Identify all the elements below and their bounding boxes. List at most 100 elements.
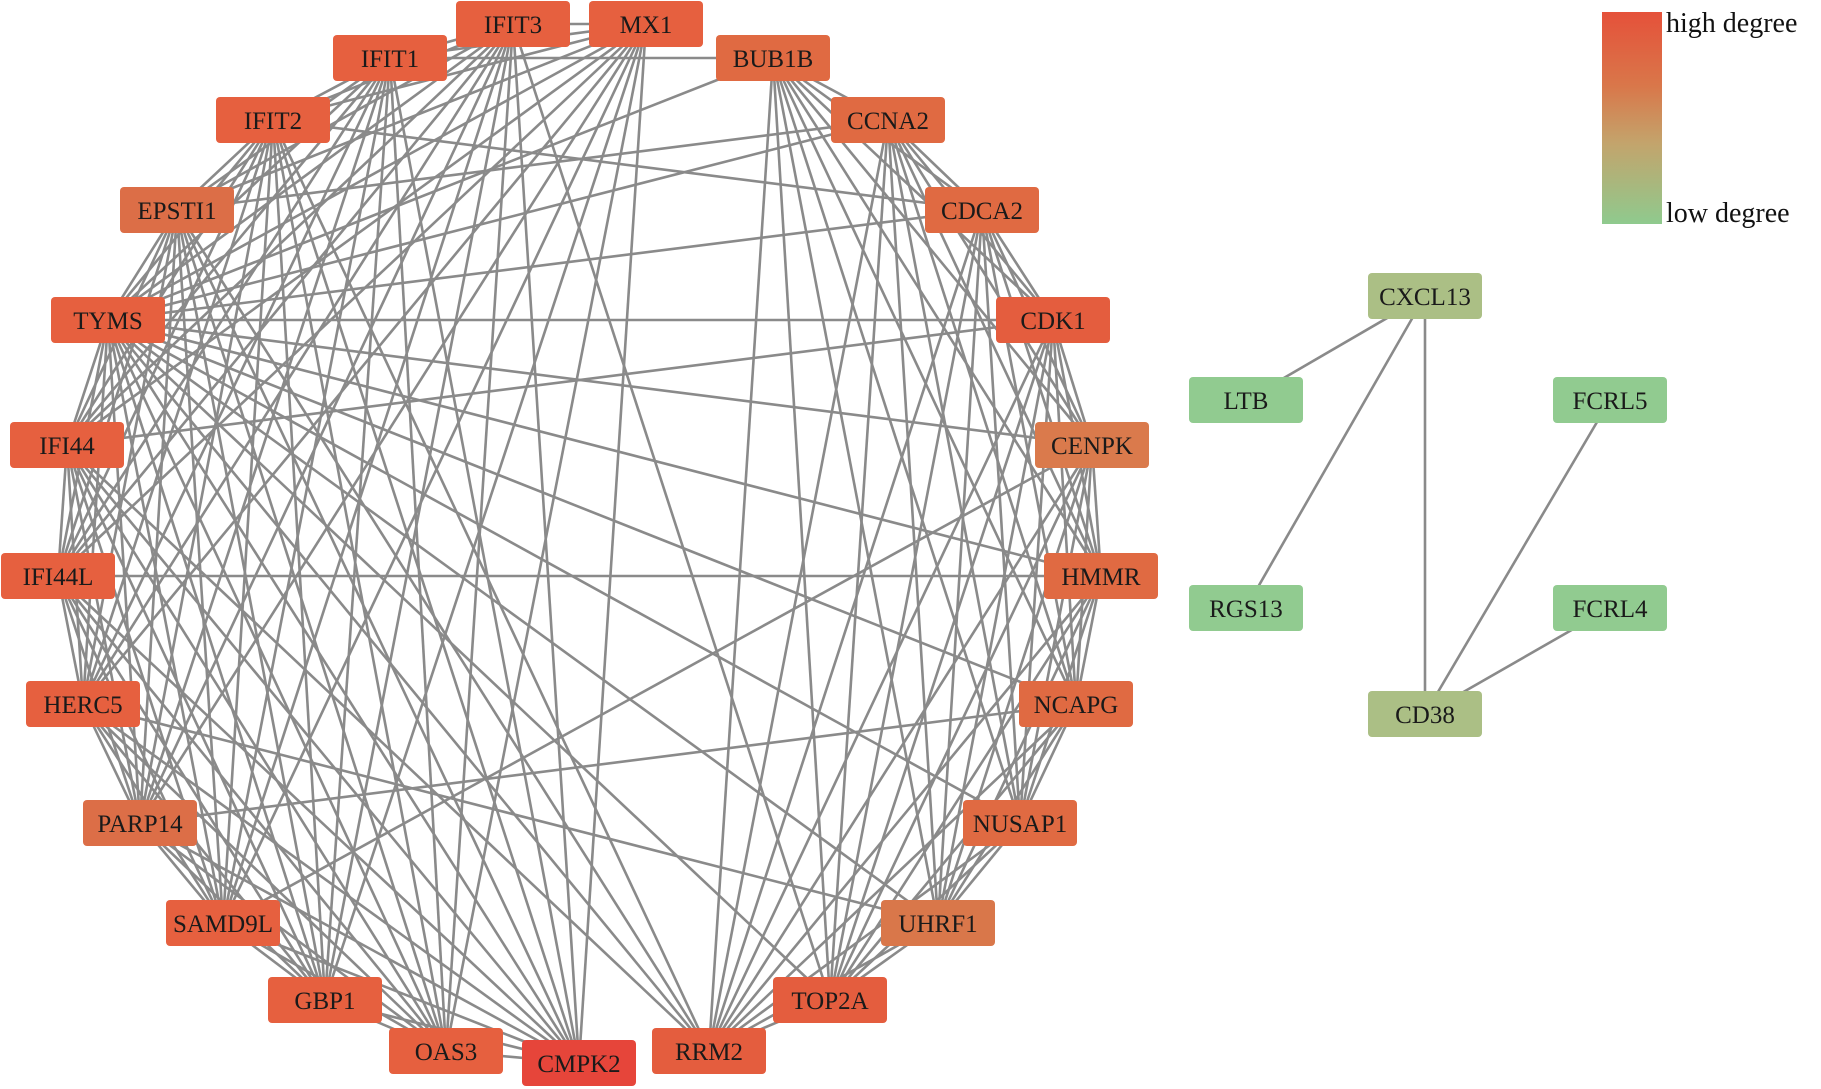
node-ccna2[interactable]: CCNA2 <box>831 97 945 143</box>
edge-cdk1-ifi44 <box>66 318 1054 447</box>
edge-ifit2-parp14 <box>138 119 275 824</box>
edge-bub1b-cenpk <box>771 57 1094 446</box>
node-label: EPSTI1 <box>137 198 216 225</box>
node-herc5[interactable]: HERC5 <box>26 681 140 727</box>
node-cd38[interactable]: CD38 <box>1368 691 1482 737</box>
edge-cdca2-rrm2 <box>707 209 984 1052</box>
node-label: UHRF1 <box>898 911 977 938</box>
node-ltb[interactable]: LTB <box>1189 377 1303 423</box>
edge-epsti1-herc5 <box>81 209 179 705</box>
edge-ifit3-gbp1 <box>323 23 515 1001</box>
node-hmmr[interactable]: HMMR <box>1044 553 1158 599</box>
edge-tyms-nusap1 <box>107 318 1021 825</box>
edge-tyms-cdca2 <box>107 208 983 322</box>
node-label: PARP14 <box>97 811 183 838</box>
node-box <box>652 1028 766 1074</box>
node-box <box>1 553 115 599</box>
node-ifit1[interactable]: IFIT1 <box>333 35 447 81</box>
node-gbp1[interactable]: GBP1 <box>268 977 382 1023</box>
node-label: HERC5 <box>43 692 122 719</box>
node-parp14[interactable]: PARP14 <box>83 800 197 846</box>
node-box <box>963 800 1077 846</box>
node-box <box>1035 422 1149 468</box>
edge-tyms-ifit1 <box>107 57 391 321</box>
node-label: CDK1 <box>1020 308 1085 335</box>
node-label: HMMR <box>1061 564 1141 591</box>
node-fcrl5[interactable]: FCRL5 <box>1553 377 1667 423</box>
node-ifit3[interactable]: IFIT3 <box>456 1 570 47</box>
node-cdk1[interactable]: CDK1 <box>996 297 1110 343</box>
edge-ifit1-cmpk2 <box>388 57 581 1064</box>
edge-hmmr-rrm2 <box>707 575 1103 1052</box>
node-box <box>51 297 165 343</box>
node-label: IFIT1 <box>361 46 419 73</box>
node-box <box>1368 691 1482 737</box>
edge-mx1-ifi44l <box>57 23 647 577</box>
node-cxcl13[interactable]: CXCL13 <box>1368 273 1482 319</box>
node-ncapg[interactable]: NCAPG <box>1019 681 1133 727</box>
node-label: CXCL13 <box>1379 284 1471 311</box>
node-label: NCAPG <box>1034 692 1119 719</box>
node-mx1[interactable]: MX1 <box>589 1 703 47</box>
node-label: IFI44L <box>23 564 94 591</box>
node-tyms[interactable]: TYMS <box>51 297 165 343</box>
node-cmpk2[interactable]: CMPK2 <box>522 1040 636 1086</box>
edge-ifit1-herc5 <box>81 57 392 705</box>
edge-parp14-cmpk2 <box>139 821 580 1065</box>
edge-tyms-mx1 <box>107 22 647 322</box>
node-label: LTB <box>1224 388 1269 415</box>
node-ifi44l[interactable]: IFI44L <box>1 553 115 599</box>
node-samd9l[interactable]: SAMD9L <box>166 900 280 946</box>
node-label: IFIT3 <box>484 12 542 39</box>
edge-ifit2-samd9l <box>221 119 275 924</box>
node-box <box>716 35 830 81</box>
node-label: TOP2A <box>791 988 868 1015</box>
node-uhrf1[interactable]: UHRF1 <box>881 900 995 946</box>
node-nusap1[interactable]: NUSAP1 <box>963 800 1077 846</box>
edge-ccna2-top2a <box>828 119 890 1001</box>
edge-cxcl13-rgs13 <box>1244 295 1427 609</box>
node-box <box>83 800 197 846</box>
node-rgs13[interactable]: RGS13 <box>1189 585 1303 631</box>
edge-ifi44l-gbp1 <box>56 575 327 1001</box>
node-label: CDCA2 <box>941 198 1023 225</box>
node-oas3[interactable]: OAS3 <box>389 1028 503 1074</box>
node-rrm2[interactable]: RRM2 <box>652 1028 766 1074</box>
node-box <box>26 681 140 727</box>
node-bub1b[interactable]: BUB1B <box>716 35 830 81</box>
edge-tyms-cenpk <box>107 318 1093 447</box>
edge-top2a-ifit3 <box>511 23 832 1001</box>
edge-tyms-uhrf1 <box>107 318 939 925</box>
edge-ncapg-rrm2 <box>708 703 1077 1052</box>
edge-ccna2-epsti1 <box>176 118 889 212</box>
edge-parp14-oas3 <box>139 821 447 1053</box>
node-ifi44[interactable]: IFI44 <box>10 422 124 468</box>
edge-cdca2-ifit2 <box>272 118 983 212</box>
node-box <box>1189 585 1303 631</box>
edge-ifi44l-oas3 <box>56 575 448 1052</box>
edge-bub1b-ncapg <box>771 57 1078 705</box>
edge-cdca2-top2a <box>828 209 984 1001</box>
edge-tyms-cmpk2 <box>106 319 581 1064</box>
edge-epsti1-gbp1 <box>175 209 327 1001</box>
edge-ifit1-oas3 <box>388 57 448 1052</box>
edge-ifi44l-cmpk2 <box>57 575 580 1064</box>
edge-cdk1-rrm2 <box>707 319 1055 1052</box>
node-label: NUSAP1 <box>973 811 1067 838</box>
edge-mx1-ifit2 <box>272 22 647 122</box>
node-fcrl4[interactable]: FCRL4 <box>1553 585 1667 631</box>
node-box <box>456 1 570 47</box>
node-cenpk[interactable]: CENPK <box>1035 422 1149 468</box>
node-label: RGS13 <box>1209 596 1283 623</box>
edge-tyms-parp14 <box>106 319 142 824</box>
node-box <box>1019 681 1133 727</box>
node-cdca2[interactable]: CDCA2 <box>925 187 1039 233</box>
node-label: CCNA2 <box>847 108 929 135</box>
node-top2a[interactable]: TOP2A <box>773 977 887 1023</box>
node-box <box>522 1040 636 1086</box>
edge-tyms-herc5 <box>81 319 110 705</box>
edge-nusap1-rrm2 <box>708 821 1021 1053</box>
node-epsti1[interactable]: EPSTI1 <box>120 187 234 233</box>
node-ifit2[interactable]: IFIT2 <box>216 97 330 143</box>
